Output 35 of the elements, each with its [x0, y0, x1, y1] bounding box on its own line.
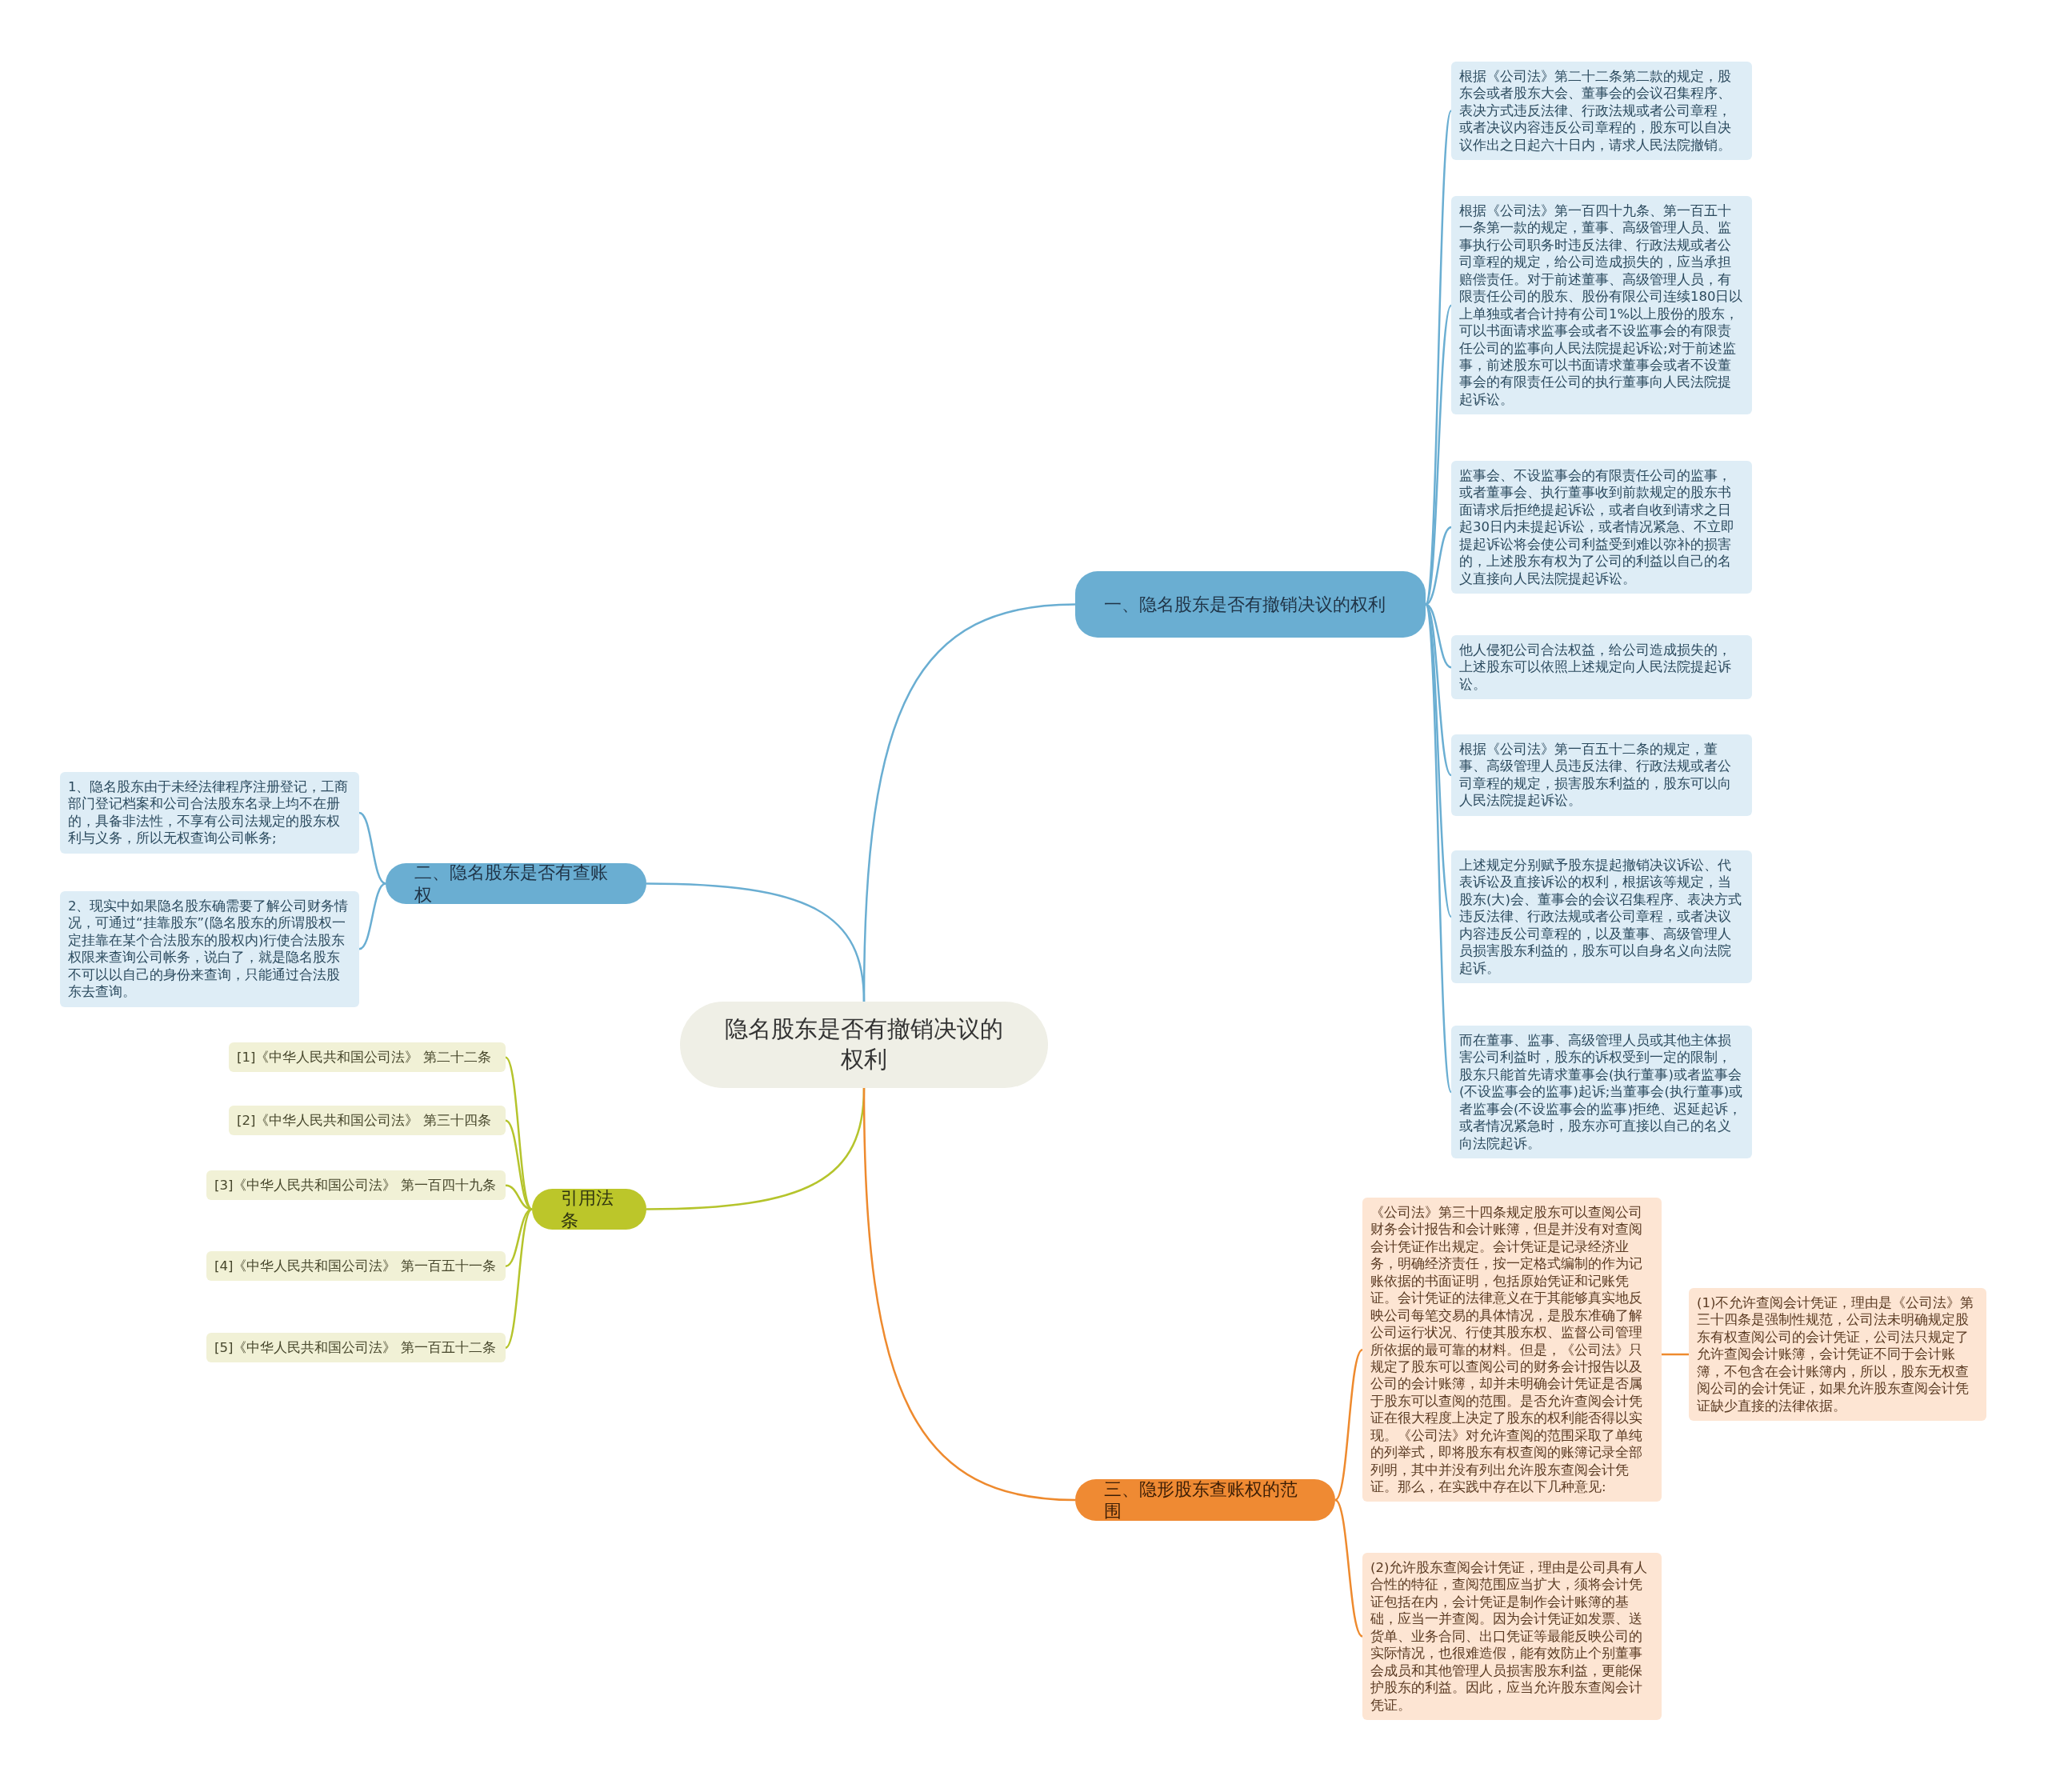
connector-line [1334, 1499, 1363, 1638]
central-topic: 隐名股东是否有撤销决议的权利 [680, 1002, 1048, 1088]
note-card: 上述规定分别赋予股东提起撤销决议诉讼、代表诉讼及直接诉讼的权利，根据该等规定，当股东(大)会、董事会的会议召集程序、表决方式违反法律、行政法规或者公司章程，或者决议内容违反公司章程的，以及董事、高级管理人员损害股东利益的，股东可以自身名义向法院起诉。 [1451, 850, 1752, 984]
branch-topic: 引用法条 [532, 1189, 646, 1230]
branch-topic: 三、隐形股东查账权的范围 [1075, 1479, 1335, 1521]
connector-line [1425, 603, 1452, 669]
connector-line [862, 1088, 1076, 1502]
note-card: 根据《公司法》第一百四十九条、第一百五十一条第一款的规定，董事、高级管理人员、监事执行公司职务时违反法律、行政法规或者公司章程的规定，给公司造成损失的，应当承担赔偿责任。对于前述董事、高级管理人员，有限责任公司的股东、股份有限公司连续180日以上单独或者合计持有公司1%以上股份的股东，可以书面请求监事会或者不设监事会的有限责任公司的监事向人民法院提起诉讼;对于前述监事，前述股东可以书面请求董事会或者不设董事会的有限责任公司的执行董事向人民法院提起诉讼。 [1451, 196, 1752, 415]
note-card: 根据《公司法》第二十二条第二款的规定，股东会或者股东大会、董事会的会议召集程序、表决方式违反法律、行政法规或者公司章程，或者决议内容违反公司章程的，股东可以自决议作出之日起六十日内，请求人民法院撤销。 [1451, 62, 1752, 161]
note-card: [3]《中华人民共和国公司法》 第一百四十九条 [206, 1170, 506, 1201]
connector-line [358, 882, 386, 950]
note-card: 根据《公司法》第一百五十二条的规定，董事、高级管理人员违反法律、行政法规或者公司章程的规定，损害股东利益的，股东可以向人民法院提起诉讼。 [1451, 734, 1752, 816]
connector-line [505, 1056, 533, 1210]
note-card: 他人侵犯公司合法权益，给公司造成损失的，上述股东可以依照上述规定向人民法院提起诉讼。 [1451, 635, 1752, 700]
connector-line [646, 882, 866, 1002]
note-card: [1]《中华人民共和国公司法》 第二十二条 [229, 1042, 506, 1073]
note-card: 1、隐名股东由于未经法律程序注册登记，工商部门登记档案和公司合法股东名录上均不在册的，具备非法性，不享有公司法规定的股东权利与义务，所以无权查询公司帐务; [60, 772, 359, 854]
connector-line [358, 811, 386, 885]
connector-line [1425, 526, 1452, 606]
note-card: (2)允许股东查阅会计凭证，理由是公司具有人合性的特征，查阅范围应当扩大，须将会计凭证包括在内，会计凭证是制作会计账簿的基础，应当一并查阅。因为会计凭证如发票、送货单、业务合同、出口凭证等最能反映公司的实际情况，也很难造假，能有效防止个别董事会成员和其他管理人员损害股东利益，更能保护股东的利益。因此，应当允许股东查阅会计凭证。 [1362, 1553, 1662, 1720]
connector-line [505, 1208, 533, 1349]
note-card: 2、现实中如果隐名股东确需要了解公司财务情况，可通过“挂靠股东”(隐名股东的所谓股权一定挂靠在某个合法股东的股权内)行使合法股东权限来查询公司帐务，说白了，就是隐名股东不可以以自己的身份来查询，只能通过合法股东去查询。 [60, 891, 359, 1007]
connector-line [1334, 1349, 1363, 1501]
branch-topic: 一、隐名股东是否有撤销决议的权利 [1075, 571, 1426, 638]
connector-line [1424, 604, 1453, 1093]
note-card: 而在董事、监事、高级管理人员或其他主体损害公司利益时，股东的诉权受到一定的限制，股东只能首先请求董事会(执行董事)或者监事会(不设监事会的监事)起诉;当董事会(执行董事)或者监事会(不设监事会的监事)拒绝、迟延起诉，或者情况紧急时，股东亦可直接以自己的名义向法院起诉。 [1451, 1026, 1752, 1159]
note-card: [4]《中华人民共和国公司法》 第一百五十一条 [206, 1251, 506, 1282]
note-card: (1)不允许查阅会计凭证，理由是《公司法》第三十四条是强制性规范，公司法未明确规定股东有权查阅公司的会计凭证，公司法只规定了允许查阅会计账簿，会计凭证不同于会计账簿，不包含在会计账簿内，所以，股东无权查阅公司的会计凭证，如果允许股东查阅会计凭证缺少直接的法律依据。 [1689, 1288, 1986, 1422]
note-card: [2]《中华人民共和国公司法》 第三十四条 [229, 1106, 506, 1136]
note-card: 《公司法》第三十四条规定股东可以查阅公司财务会计报告和会计账簿，但是并没有对查阅会计凭证作出规定。会计凭证是记录经济业务，明确经济责任，按一定格式编制的作为记账依据的书面证明，包括原始凭证和记账凭证。会计凭证的法律意义在于其能够真实地反映公司每笔交易的具体情况，是股东准确了解公司运行状况、行使其股东权、监督公司管理所依据的最可靠的材料。但是，《公司法》只规定了股东可以查阅公司的财务会计报告以及公司的会计账簿，却并未明确会计凭证是否属于股东可以查阅的范围。是否允许查阅会计凭证在很大程度上决定了股东的权利能否得以实现。《公司法》对允许查阅的范围采取了单纯的列举式，即将股东有权查阅的账簿记录全部列明，其中并没有列出允许股东查阅会计凭证。那么，在实践中存在以下几种意见: [1362, 1198, 1662, 1502]
connector-line [1662, 1353, 1689, 1356]
note-card: [5]《中华人民共和国公司法》 第一百五十二条 [206, 1333, 506, 1363]
branch-topic: 二、隐名股东是否有查账权 [386, 863, 646, 904]
note-card: 监事会、不设监事会的有限责任公司的监事，或者董事会、执行董事收到前款规定的股东书面请求后拒绝提起诉讼，或者自收到请求之日起30日内未提起诉讼，或者情况紧急、不立即提起诉讼将会使公司利益受到难以弥补的损害的，上述股东有权为了公司的利益以自己的名义直接向人民法院提起诉讼。 [1451, 461, 1752, 594]
connector-line [505, 1119, 533, 1210]
